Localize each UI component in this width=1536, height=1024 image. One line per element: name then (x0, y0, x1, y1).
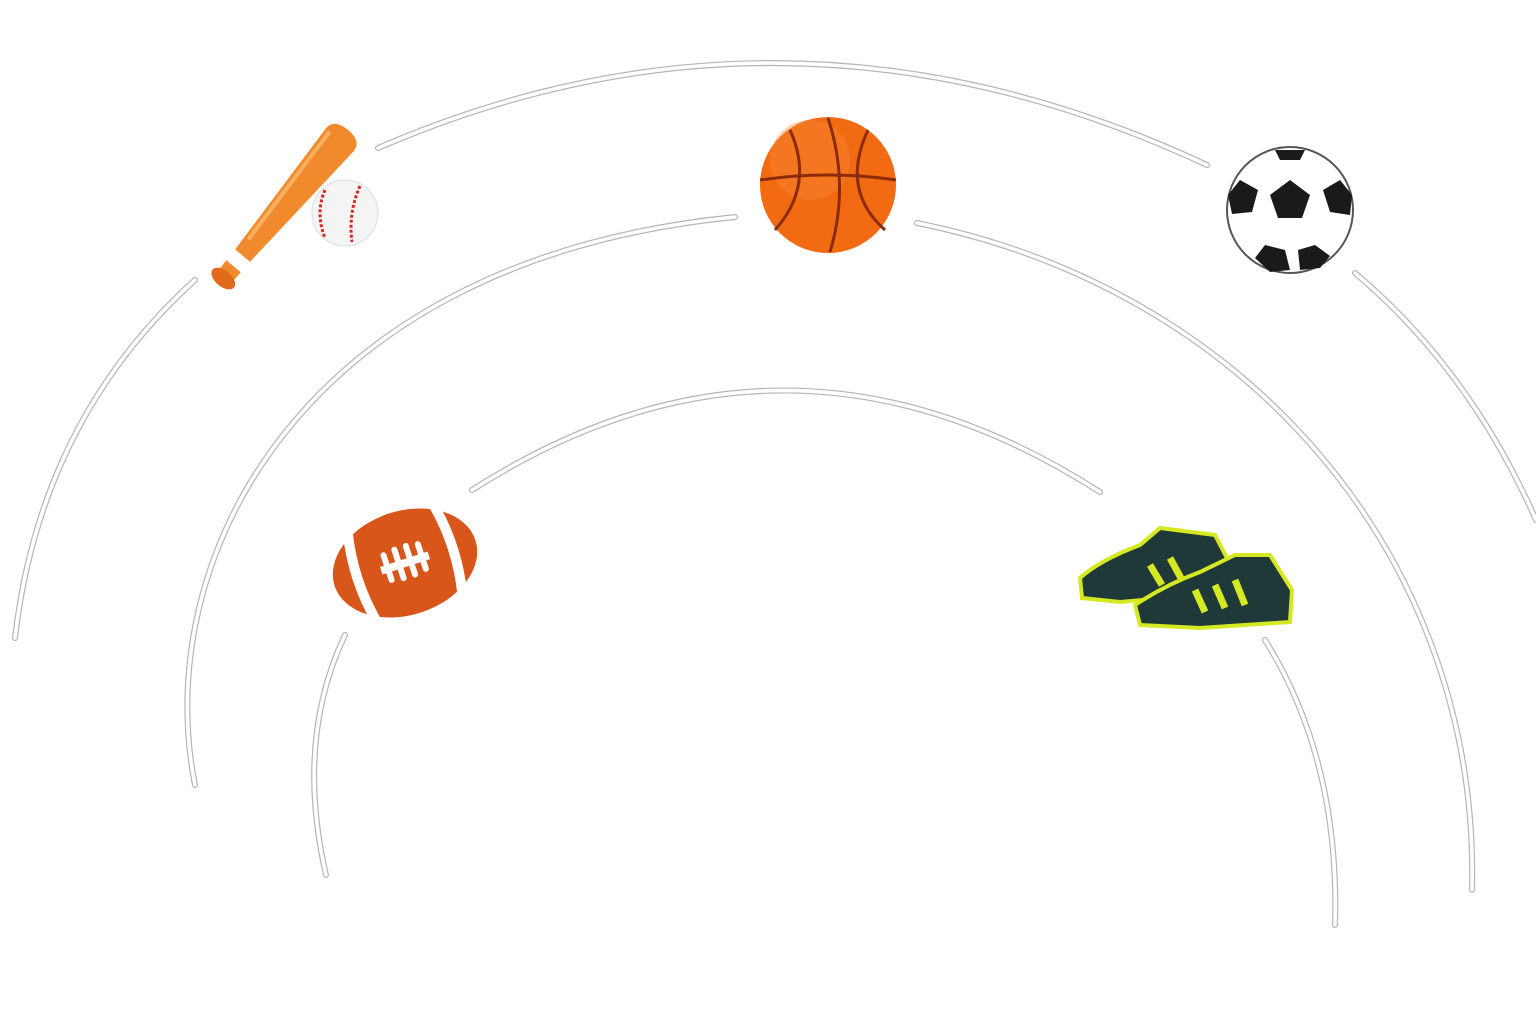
basketball-icon (759, 117, 897, 253)
american-football-icon (332, 501, 478, 625)
baseball-bat-and-ball-icon (211, 123, 379, 290)
orbit-arcs (12, 60, 1536, 928)
inner-arc-left (311, 632, 348, 878)
soccer-ball-icon (1226, 146, 1354, 274)
middle-arc-right (914, 220, 1476, 893)
inner-arc-top (469, 387, 1103, 495)
inner-arc-right (1262, 637, 1339, 928)
outer-arc-left (12, 277, 198, 641)
outer-arc-right (1352, 270, 1536, 523)
middle-arc-left (184, 214, 738, 788)
outer-arc-top (375, 60, 1210, 168)
soccer-cleats-icon (1077, 525, 1295, 631)
